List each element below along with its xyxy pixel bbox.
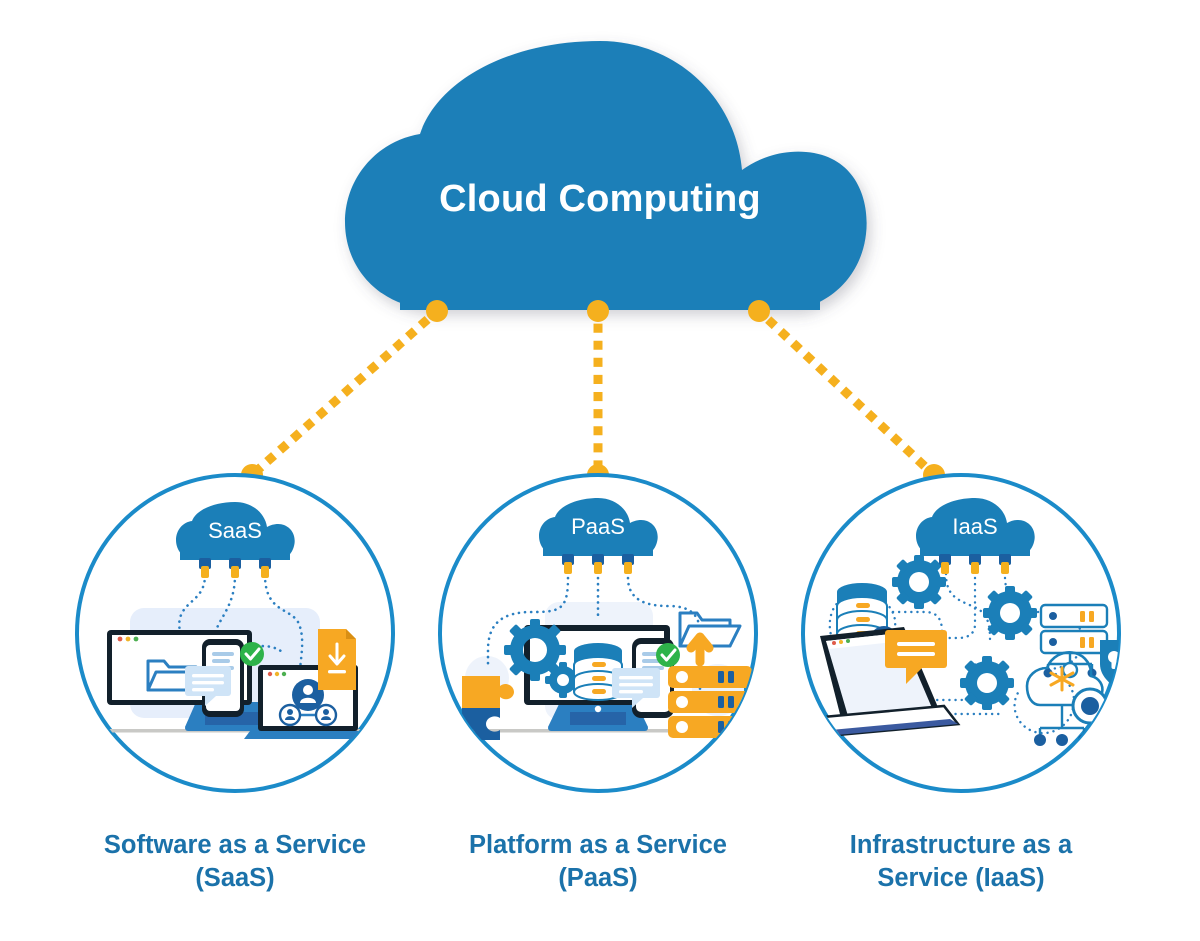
service-circle-saas[interactable]: SaaS [75,473,395,793]
gear-icon [504,619,566,681]
connector-cloud-to-paas [587,300,609,486]
service-circle-iaas[interactable]: IaaS [801,473,1128,793]
service-caption-paas-line1: Platform as a Service [469,831,727,859]
connector-line [245,304,444,482]
gear-icon [892,555,946,609]
database-icon [573,643,623,701]
saas-mini-cloud-label: SaaS [208,518,262,543]
service-caption-saas-line1: Software as a Service [103,831,367,859]
service-circle-paas[interactable]: PaaS [438,473,760,793]
service-caption-paas-line2: (PaaS) [558,863,638,892]
service-caption-saas-line2: (SaaS) [195,863,275,892]
paas-mini-cloud [539,498,658,574]
iaas-illustration: IaaS [809,498,1119,746]
gear-icon [983,586,1037,640]
folder-upload-icon [678,611,742,667]
saas-illustration: SaaS [85,502,385,739]
connector-cloud-to-saas [241,300,448,486]
plug-connector-icon [562,554,634,574]
saas-mini-cloud [176,502,295,578]
chat-bubble-icon [612,668,660,708]
iaas-mini-cloud [916,498,1035,574]
plug-connector-icon [939,554,1011,574]
connector-endpoint-top [426,300,448,322]
iaas-mini-cloud-label: IaaS [952,514,997,539]
service-caption-saas: Software as a Service (SaaS) [55,829,415,894]
connector-line [752,304,941,482]
paas-mini-cloud-label: PaaS [571,514,625,539]
service-caption-iaas: Infrastructure as a Service (IaaS) [781,829,1141,894]
connector-cloud-to-iaas [748,300,945,486]
green-check-icon [656,643,680,667]
user-network-icon [278,679,338,727]
cloud-base-fill [400,250,820,310]
central-cloud [345,41,867,309]
connector-endpoint-top [748,300,770,322]
service-caption-paas: Platform as a Service (PaaS) [418,829,778,894]
connector-endpoint-top [587,300,609,322]
green-check-icon [240,642,264,666]
server-lock-icon [1039,603,1109,679]
paas-illustration: PaaS [450,498,756,740]
chat-bubble-icon [185,666,231,706]
service-caption-iaas-line1: Infrastructure as a [849,831,1073,859]
service-caption-iaas-line2: Service (IaaS) [877,863,1045,892]
server-rack-icon [668,666,752,738]
download-document-icon [318,629,356,690]
cloud-icon [345,41,867,309]
gear-icon [960,656,1014,710]
chat-bubble-icon [885,630,947,684]
plug-connector-icon [199,558,271,578]
